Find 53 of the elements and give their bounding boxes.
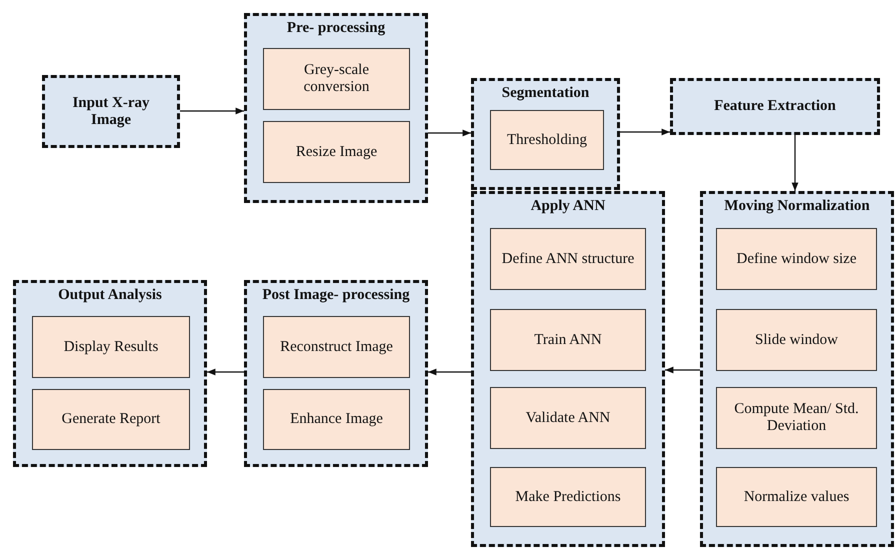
step-box	[716, 228, 877, 290]
step-label: Resize Image	[296, 144, 378, 160]
stage-box	[700, 191, 894, 547]
step-label: Reconstruct Image	[280, 338, 393, 356]
arrow	[428, 368, 471, 376]
step-label: Validate ANN	[526, 410, 610, 426]
stage-title: Moving Normalization	[723, 198, 871, 215]
step-box	[32, 389, 190, 450]
stage-box	[244, 280, 428, 467]
step-box	[263, 121, 410, 183]
stage-title: Pre- processing	[286, 20, 386, 37]
stage-title: Output Analysis	[57, 287, 163, 304]
step-box	[490, 228, 646, 290]
step-label: Make Predictions	[515, 488, 621, 506]
stage-title: Post Image- processing	[261, 287, 411, 304]
step-box	[490, 467, 646, 527]
step-box	[490, 387, 646, 449]
step-box	[716, 309, 877, 371]
stage-title: Feature Extraction	[713, 98, 837, 115]
step-label: Define ANN structure	[502, 250, 634, 268]
arrow	[180, 108, 244, 114]
step-box	[32, 316, 190, 378]
step-label: Compute Mean/ Std. Deviation	[733, 401, 860, 435]
stage-title: Segmentation	[500, 85, 590, 102]
stage-box	[244, 13, 428, 203]
stage-title: Apply ANN	[530, 198, 606, 215]
arrow	[620, 128, 670, 136]
step-label: Thresholding	[507, 132, 587, 148]
stage-box	[670, 78, 880, 135]
step-box	[716, 387, 877, 449]
step-label: Slide window	[755, 332, 838, 348]
step-box	[263, 316, 410, 378]
step-label: Normalize values	[744, 488, 850, 506]
step-label: Display Results	[64, 338, 158, 356]
step-label: Generate Report	[62, 411, 160, 428]
stage-box	[42, 75, 180, 148]
arrow	[792, 135, 798, 191]
step-label: Enhance Image	[290, 411, 383, 428]
arrow	[665, 366, 700, 374]
step-box	[716, 467, 877, 527]
step-box	[263, 48, 410, 110]
stage-box	[13, 280, 207, 467]
step-box	[490, 309, 646, 371]
stage-box	[471, 191, 665, 547]
step-label: Grey-scale conversion	[302, 62, 370, 96]
step-box	[263, 389, 410, 450]
arrow	[207, 368, 244, 376]
arrow	[428, 130, 471, 136]
stage-title: Input X-ray Image	[71, 94, 151, 128]
step-label: Train ANN	[534, 332, 602, 348]
step-label: Define window size	[736, 250, 856, 268]
step-box	[490, 110, 604, 170]
stage-box	[471, 78, 620, 190]
